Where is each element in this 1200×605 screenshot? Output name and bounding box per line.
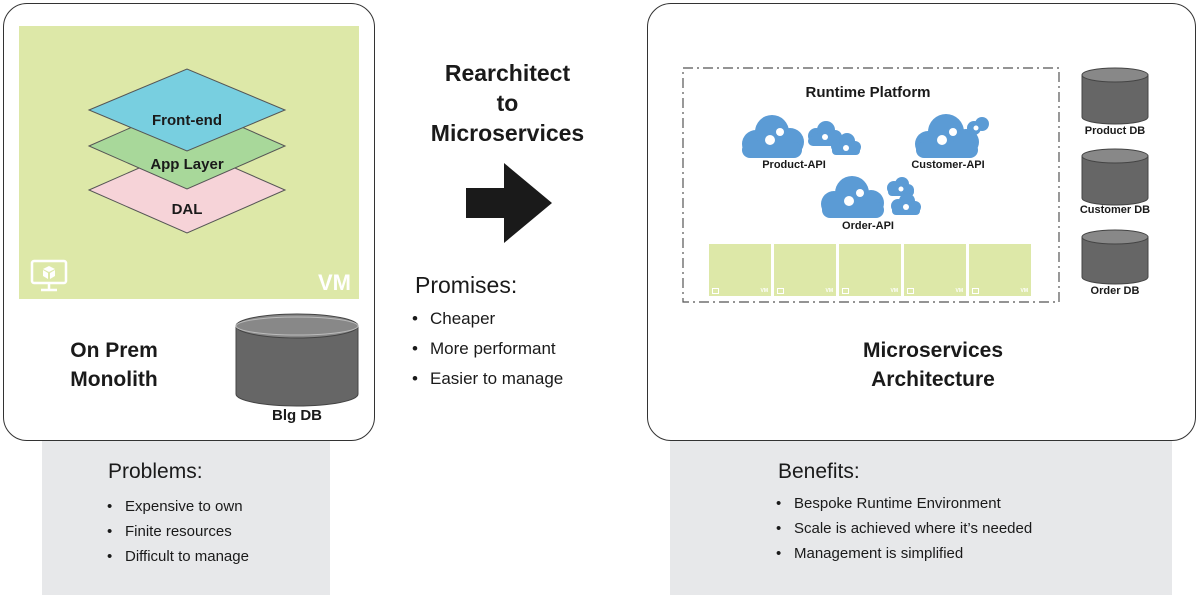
order-api-label: Order-API [842, 220, 894, 232]
vm-tile: VM [969, 244, 1031, 296]
promise-item: Cheaper [408, 304, 563, 334]
rearchitect-heading-2: to [496, 90, 519, 116]
customer-db-label: Customer DB [1079, 204, 1151, 216]
database-icon [1081, 229, 1149, 285]
microservices-panel: Runtime Platform Product-API Customer-AP… [647, 3, 1196, 441]
monitor-icon [30, 259, 68, 292]
promises-list: Cheaper More performant Easier to manage [408, 304, 563, 394]
problem-item: Finite resources [103, 519, 249, 544]
app-layer-label: App Layer [150, 156, 224, 173]
benefits-list: Bespoke Runtime Environment Scale is ach… [772, 491, 1032, 566]
cloud-gear-icon [742, 115, 861, 158]
runtime-platform-border [682, 67, 1060, 303]
vm-tile: VM [774, 244, 836, 296]
benefit-item: Scale is achieved where it’s needed [772, 516, 1032, 541]
problem-item: Expensive to own [103, 494, 249, 519]
frontend-label: Front-end [152, 112, 222, 129]
problems-list: Expensive to own Finite resources Diffic… [103, 494, 249, 569]
dal-label: DAL [171, 201, 203, 218]
rearchitect-heading-1: Rearchitect [444, 60, 571, 86]
benefit-item: Management is simplified [772, 541, 1032, 566]
rearchitect-heading-3: Microservices [430, 120, 585, 146]
vm-tile: VM [709, 244, 771, 296]
cloud-gear-icon [915, 114, 989, 158]
frontend-layer [87, 68, 287, 152]
microservices-title-1: Microservices [862, 339, 1004, 362]
promise-item: Easier to manage [408, 364, 563, 394]
database-icon [1081, 67, 1149, 125]
monolith-title-2: Monolith [70, 368, 158, 391]
order-db-label: Order DB [1090, 285, 1140, 297]
monolith-panel: Front-end App Layer DAL VM On Prem Monol… [3, 3, 375, 441]
big-db-label: Blg DB [272, 407, 322, 424]
vm-label: VM [318, 270, 351, 295]
problems-heading: Problems: [108, 460, 203, 483]
promise-item: More performant [408, 334, 563, 364]
promises-heading: Promises: [415, 272, 518, 298]
problem-item: Difficult to manage [103, 544, 249, 569]
cloud-gear-icon [821, 176, 921, 218]
monolith-title-1: On Prem [70, 339, 158, 362]
benefits-heading: Benefits: [778, 460, 860, 483]
vm-box: Front-end App Layer DAL VM [19, 26, 359, 299]
arrow-right-icon [466, 163, 552, 243]
product-db-label: Product DB [1084, 125, 1146, 137]
microservices-title-2: Architecture [871, 368, 995, 391]
runtime-platform-title: Runtime Platform [805, 84, 931, 101]
database-icon [1081, 148, 1149, 206]
product-api-label: Product-API [762, 159, 826, 171]
vm-tile: VM [839, 244, 901, 296]
vm-tile: VM [904, 244, 966, 296]
customer-api-label: Customer-API [911, 159, 985, 171]
layer-stack [87, 68, 287, 234]
benefit-item: Bespoke Runtime Environment [772, 491, 1032, 516]
database-icon [235, 313, 359, 407]
